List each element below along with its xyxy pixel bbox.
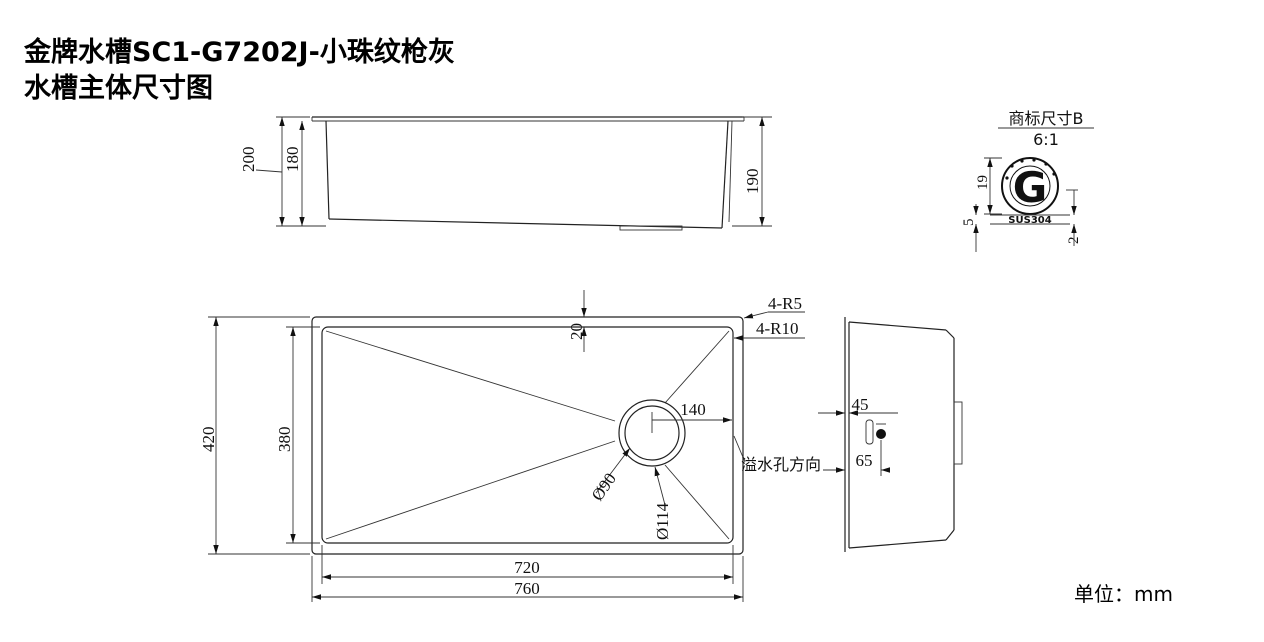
dim-20-label: 20 — [567, 323, 586, 340]
dim-d114-label: Ø114 — [653, 502, 672, 540]
unit-label: 单位：mm — [1074, 582, 1173, 606]
dim-760-label: 760 — [514, 579, 540, 598]
drawing-title: 金牌水槽SC1-G7202J-小珠纹枪灰 — [24, 37, 455, 68]
dim-4r10-label: 4-R10 — [756, 319, 799, 338]
logo-detail-label: 商标尺寸B — [1009, 109, 1084, 128]
top-view: 140 Ø90 Ø114 20 4-R5 4-R10 溢水孔方向 420 380 — [199, 290, 821, 602]
dim-4r5-label: 4-R5 — [768, 294, 802, 313]
dim-190-label: 190 — [743, 169, 762, 195]
dim-d90-label: Ø90 — [588, 469, 620, 504]
logo-detail: 商标尺寸B 6:1 G SUS304 19 5 2 — [961, 109, 1094, 252]
dim-65-label: 65 — [856, 451, 873, 470]
overflow-hole-icon — [876, 429, 886, 439]
dim-2-label: 2 — [1066, 237, 1082, 245]
drain-inner-circle — [624, 405, 680, 461]
side-view: 200 180 190 — [239, 116, 772, 231]
logo-scale-label: 6:1 — [1033, 130, 1059, 149]
dim-200-label: 200 — [239, 147, 258, 173]
dim-180-label: 180 — [283, 147, 302, 173]
drawing-subtitle: 水槽主体尺寸图 — [24, 73, 213, 104]
dim-140-label: 140 — [680, 400, 706, 419]
logo-letter: G — [1013, 163, 1047, 212]
drain-outer-circle — [618, 399, 686, 467]
dim-380-label: 380 — [275, 427, 294, 453]
logo-material-text: SUS304 — [1008, 215, 1051, 226]
end-view: 45 65 — [818, 317, 963, 552]
dim-720-label: 720 — [514, 558, 540, 577]
dim-420-label: 420 — [199, 427, 218, 453]
dim-5-label: 5 — [961, 219, 977, 227]
dim-45-label: 45 — [852, 395, 869, 414]
overflow-direction-label: 溢水孔方向 — [741, 455, 821, 474]
dim-19-label: 19 — [975, 175, 991, 190]
